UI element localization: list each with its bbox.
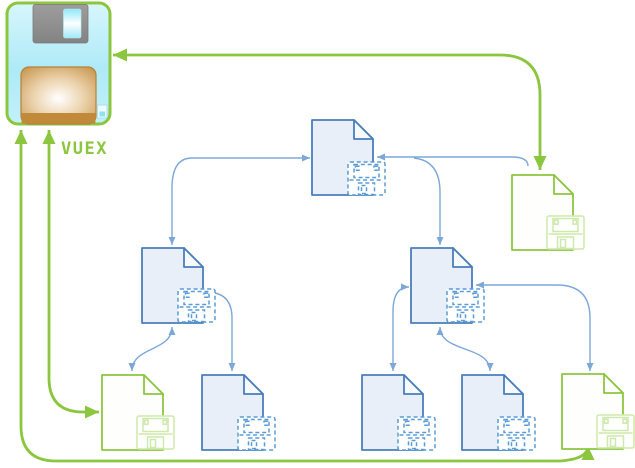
document-node-branch-right (410, 247, 485, 324)
unsaved-state-floppy-icon (177, 288, 216, 323)
edge-branch-right-saved-bottom-right (476, 281, 594, 371)
unsaved-state-floppy-icon (347, 161, 386, 196)
floppy-disk-icon (5, 1, 112, 126)
document-node-saved-bottom-right (561, 373, 635, 450)
document-node-leaf-3 (361, 374, 436, 451)
unsaved-state-floppy-icon (497, 416, 536, 451)
disk-shutter-slot (63, 8, 82, 39)
disk-label (20, 66, 97, 125)
edge-branch-left-saved-bottom-left (128, 326, 176, 372)
document-node-saved-bottom-left (101, 374, 175, 451)
edge-store-saved-top-right (113, 48, 547, 170)
edge-store-saved-bottom-right (14, 130, 595, 463)
document-node-saved-top-right (511, 174, 585, 251)
disk-label-band (21, 113, 96, 124)
saved-state-floppy-icon (596, 414, 635, 449)
edge-branch-right-leaf-3 (389, 283, 410, 371)
document-node-branch-left (141, 247, 216, 324)
edge-store-saved-bottom-left (42, 130, 99, 419)
unsaved-state-floppy-icon (446, 288, 485, 323)
saved-state-floppy-icon (546, 215, 585, 250)
vuex-store-node: VUEX (5, 1, 112, 159)
unsaved-state-floppy-icon (237, 416, 276, 451)
vuex-store-label: VUEX (61, 139, 108, 159)
edge-branch-right-leaf-4 (436, 326, 494, 372)
saved-state-floppy-icon (136, 415, 175, 450)
edge-saved-top-right-root (377, 153, 529, 167)
edge-root-branch-right (413, 157, 444, 245)
disk-write-protect-hole (99, 111, 105, 117)
document-node-leaf-2 (201, 374, 276, 451)
unsaved-state-floppy-icon (397, 416, 436, 451)
edge-root-branch-left (168, 154, 310, 245)
document-node-root (311, 119, 386, 196)
document-node-leaf-4 (461, 374, 536, 451)
